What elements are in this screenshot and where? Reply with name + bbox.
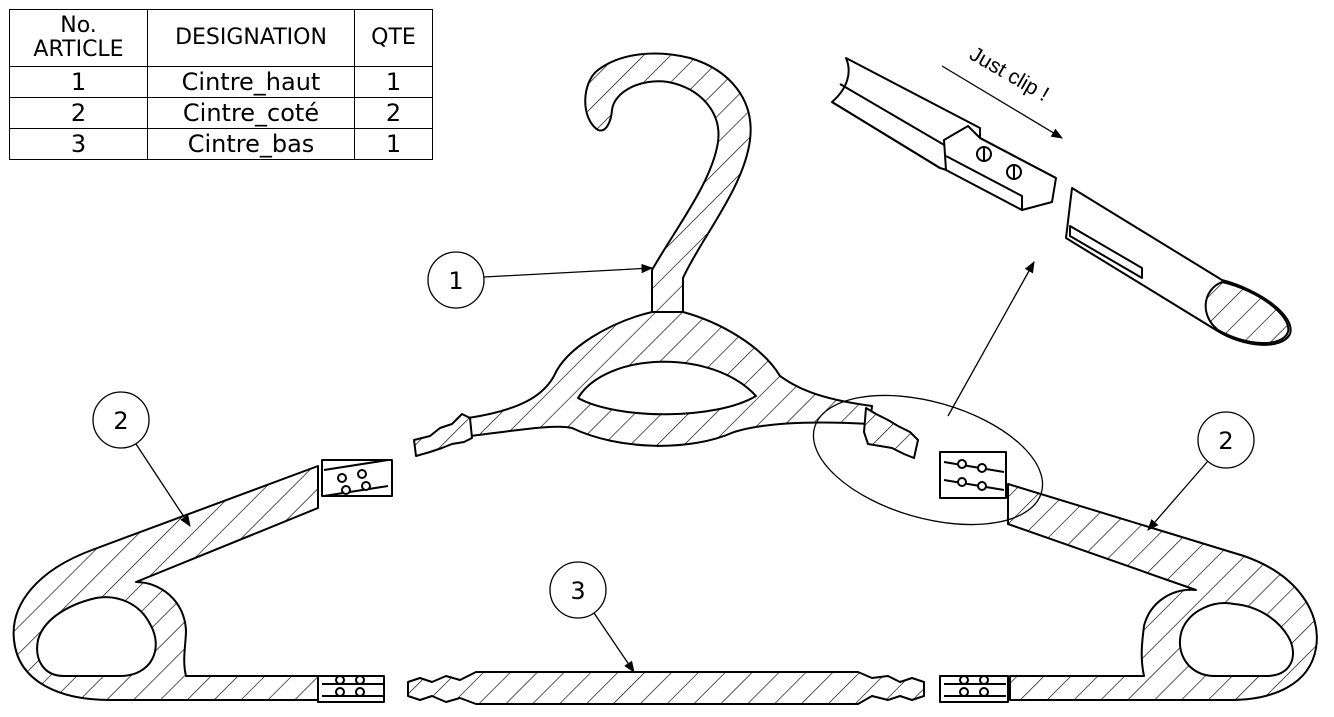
bom-header-no: No. — [60, 13, 97, 38]
balloon-3-label: 3 — [570, 577, 585, 605]
bom-header-number: No. ARTICLE — [9, 9, 148, 67]
clip-detail — [831, 57, 1292, 346]
balloon-2-right — [1147, 411, 1255, 531]
left-side-top-clip — [321, 459, 393, 497]
bottom-bar-shape — [407, 671, 925, 705]
bom-header-row: No. ARTICLE DESIGNATION QTE — [9, 9, 433, 67]
bom-row-qty: 1 — [354, 128, 433, 160]
right-side-bottom-clip — [939, 675, 1009, 703]
left-side-bottom-clip — [317, 675, 385, 703]
bill-of-materials: No. ARTICLE DESIGNATION QTE 1 Cintre_hau… — [9, 9, 433, 160]
part-bottom-bar — [407, 671, 925, 705]
balloon-2-right-label: 2 — [1218, 427, 1233, 455]
clip-male-tab-edge — [945, 137, 1057, 210]
bom-row-qty: 1 — [354, 66, 433, 98]
left-center-clip — [413, 413, 473, 457]
bom-row-designation: Cintre_coté — [147, 97, 355, 129]
clip-female-slot — [1069, 225, 1143, 279]
balloon-1 — [427, 251, 654, 309]
clip-male-tab — [943, 125, 1057, 211]
left-side-shape — [12, 465, 321, 701]
detail-leader — [947, 260, 1035, 417]
bom-row-number: 1 — [9, 66, 148, 98]
clip-female-section — [1204, 281, 1290, 344]
clip-direction-arrow — [941, 65, 1064, 139]
bom-header-article: ARTICLE — [33, 37, 124, 62]
just-clip-note: Just clip ! — [966, 42, 1053, 106]
balloon-2-left-label: 2 — [113, 407, 128, 435]
balloon-1-label: 1 — [448, 267, 463, 295]
right-center-clip — [863, 407, 919, 459]
bom-row-designation: Cintre_bas — [147, 128, 355, 160]
bom-row: 2 Cintre_coté 2 — [9, 97, 433, 129]
right-side-shape — [1007, 483, 1318, 701]
part-left-side — [12, 459, 393, 703]
balloon-2-left — [92, 391, 191, 527]
part-right-side — [939, 451, 1318, 703]
detail-ellipse — [812, 394, 1044, 526]
bom-row: 3 Cintre_bas 1 — [9, 128, 433, 160]
bom-row-number: 2 — [9, 97, 148, 129]
center-ring — [467, 311, 873, 447]
bom-row-number: 3 — [9, 128, 148, 160]
bom-row-designation: Cintre_haut — [147, 66, 355, 98]
bom-row-qty: 2 — [354, 97, 433, 129]
right-side-top-clip — [939, 451, 1007, 499]
clip-male-edge — [831, 83, 947, 169]
part-top-hook — [413, 52, 919, 459]
bom-header-qty: QTE — [354, 9, 433, 67]
bom-row: 1 Cintre_haut 1 — [9, 66, 433, 98]
bom-header-designation: DESIGNATION — [147, 9, 355, 67]
detail-callout — [812, 260, 1044, 526]
balloon-3 — [549, 561, 635, 673]
hook-shape — [584, 52, 752, 319]
